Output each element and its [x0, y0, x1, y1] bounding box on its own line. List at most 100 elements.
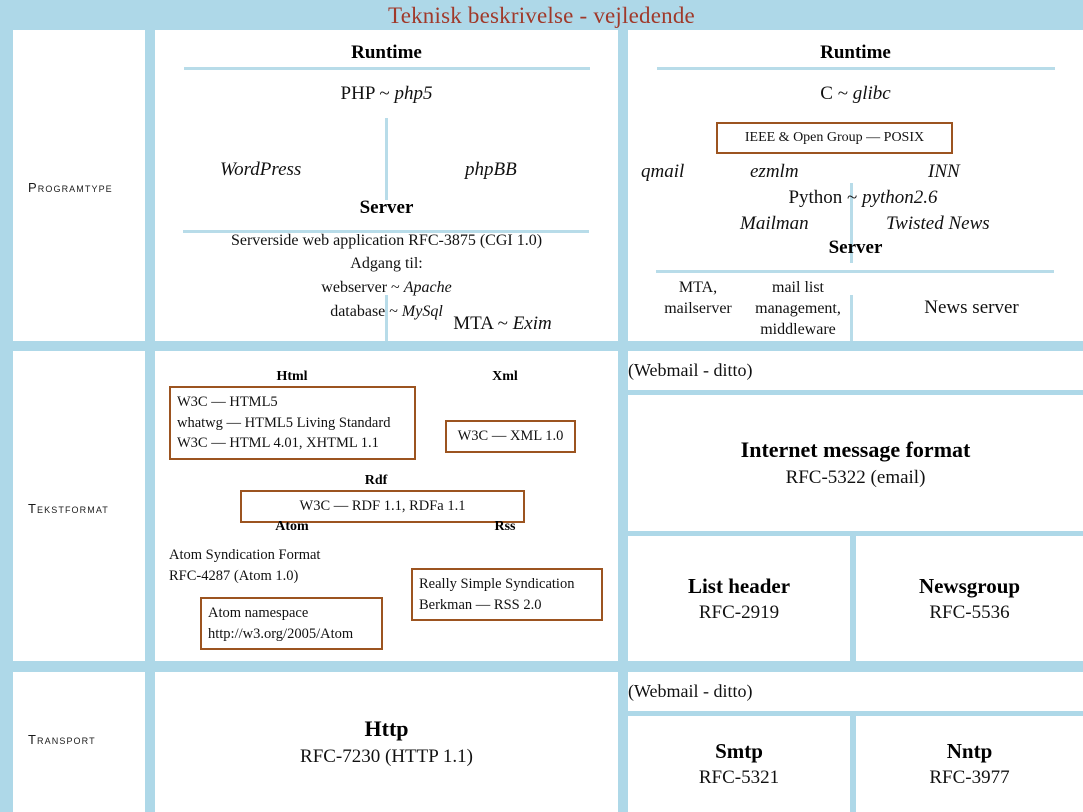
- server-line-database: database ~ MySql: [155, 302, 618, 323]
- runtime-rule-web: [183, 66, 590, 70]
- posix-standard-box: IEEE & Open Group — POSIX: [716, 122, 953, 154]
- card-webmail-note-transport: (Webmail - ditto): [628, 672, 1083, 711]
- vertical-divider-web-server: [385, 295, 388, 341]
- database-plain: database ~: [330, 303, 402, 320]
- format-header-xml: Xml: [492, 369, 518, 384]
- app-inn: INN: [928, 161, 960, 182]
- xml-standard-box: W3C — XML 1.0: [445, 420, 576, 453]
- app-phpbb: phpBB: [465, 159, 517, 180]
- card-webmail-note-tekstformat: (Webmail - ditto): [628, 351, 1083, 390]
- runtime-c-italic: glibc: [852, 82, 891, 104]
- sidebar-item-label-tekstformat: Tekstformat: [28, 501, 109, 516]
- webserver-italic: Apache: [403, 279, 452, 296]
- runtime-python-line: Python ~ python2.6: [658, 186, 1068, 211]
- atom-description: Atom Syndication Format RFC-4287 (Atom 1…: [169, 545, 320, 587]
- card-title-nntp: Nntp: [946, 739, 993, 763]
- rss-standard-box: Really Simple Syndication Berkman — RSS …: [411, 568, 603, 622]
- role-mta-line2: mailserver: [664, 299, 732, 317]
- sidebar-item-label-transport: Transport: [28, 732, 96, 747]
- card-title-list-header: List header: [687, 573, 791, 598]
- atom-desc-line-2: RFC-4287 (Atom 1.0): [169, 568, 299, 585]
- card-nntp[interactable]: Nntp RFC-3977: [856, 716, 1083, 812]
- atom-desc-line-1: Atom Syndication Format: [169, 547, 321, 563]
- card-newsgroup[interactable]: Newsgroup RFC-5536: [856, 536, 1083, 661]
- rss-box-line-1: Really Simple Syndication: [419, 576, 575, 592]
- format-header-atom: Atom: [275, 519, 309, 534]
- role-maillist-line1: mail list: [772, 279, 824, 296]
- mta-plain: MTA ~: [453, 313, 513, 334]
- atom-ns-line-1: Atom namespace: [208, 605, 309, 621]
- runtime-c-plain: C ~: [820, 82, 853, 104]
- html-standards-box: W3C — HTML5 whatwg — HTML5 Living Standa…: [169, 386, 416, 460]
- python-plain: Python ~: [788, 187, 863, 208]
- server-line-mta: MTA ~ Exim: [387, 312, 618, 337]
- card-sub-newsgroup: RFC-5536: [929, 601, 1010, 623]
- role-mta-line1: MTA,: [678, 279, 718, 296]
- card-smtp[interactable]: Smtp RFC-5321: [628, 716, 850, 812]
- html-box-line-2: whatwg — HTML5 Living Standard: [177, 414, 391, 431]
- role-mail-list: mail list management, middleware: [748, 278, 848, 340]
- server-rule-web: [183, 230, 589, 233]
- python-italic: python2.6: [862, 187, 938, 208]
- mta-italic: Exim: [512, 313, 552, 334]
- row-transport: Transport Http RFC-7230 (HTTP 1.1) (Webm…: [0, 672, 1083, 812]
- panel-transport-web[interactable]: Http RFC-7230 (HTTP 1.1): [155, 672, 618, 812]
- card-sub-list-header: RFC-2919: [698, 601, 780, 623]
- panel-tekstformat-mail: (Webmail - ditto) Internet message forma…: [628, 351, 1083, 661]
- panel-tekstformat-web: Html W3C — HTML5 whatwg — HTML5 Living S…: [155, 351, 618, 661]
- card-title-http: Http: [364, 716, 409, 742]
- page-title: Teknisk beskrivelse - vejledende: [388, 2, 695, 28]
- row-tekstformat: Tekstformat Html W3C — HTML5 whatwg — HT…: [0, 351, 1083, 661]
- database-italic: MySql: [401, 303, 443, 320]
- server-line-webserver: webserver ~ Apache: [155, 278, 618, 299]
- sidebar-item-programtype[interactable]: Programtype: [13, 30, 145, 341]
- app-ezmlm: ezmlm: [750, 161, 799, 182]
- card-internet-message-format[interactable]: Internet message format RFC-5322 (email): [628, 395, 1083, 531]
- server-header-mail: Server: [828, 237, 883, 258]
- html-box-line-3: W3C — HTML 4.01, XHTML 1.1: [177, 435, 379, 452]
- sidebar-item-label-programtype: Programtype: [28, 180, 113, 195]
- vertical-divider-mail-runtime: [850, 183, 853, 263]
- card-sub-nntp: RFC-3977: [929, 767, 1010, 789]
- panel-programtype-mail: Runtime C ~ glibc IEEE & Open Group — PO…: [628, 30, 1083, 341]
- runtime-rule-mail: [656, 66, 1055, 70]
- panel-transport-mail: (Webmail - ditto) Smtp RFC-5321 Nntp RFC…: [628, 672, 1083, 812]
- panel-programtype-web: Runtime PHP ~ php5 WordPress phpBB Serve…: [155, 30, 618, 341]
- runtime-php-line: PHP ~ php5: [155, 82, 618, 107]
- format-header-rdf: Rdf: [364, 473, 388, 488]
- card-list-header[interactable]: List header RFC-2919: [628, 536, 850, 661]
- sidebar-item-transport[interactable]: Transport: [13, 672, 145, 812]
- vertical-divider-mail-server: [850, 295, 853, 341]
- diagram-grid: Programtype Runtime PHP ~ php5 WordPress…: [0, 30, 1083, 812]
- runtime-php-italic: php5: [394, 82, 433, 104]
- role-maillist-line2: management,: [755, 299, 841, 317]
- server-line-adgang: Adgang til:: [350, 255, 423, 272]
- card-sub-http: RFC-7230 (HTTP 1.1): [300, 746, 473, 768]
- app-qmail: qmail: [641, 161, 685, 182]
- runtime-header-web: Runtime: [351, 42, 422, 63]
- card-sub-message-format: RFC-5322 (email): [785, 467, 926, 489]
- html-box-line-1: W3C — HTML5: [177, 394, 278, 410]
- role-news-server: News server: [924, 297, 1019, 318]
- atom-ns-line-2: http://w3.org/2005/Atom: [208, 625, 354, 642]
- app-mailman: Mailman: [740, 213, 809, 234]
- card-http: Http RFC-7230 (HTTP 1.1): [155, 672, 618, 812]
- row-programtype: Programtype Runtime PHP ~ php5 WordPress…: [0, 30, 1083, 341]
- runtime-c-line: C ~ glibc: [628, 82, 1083, 107]
- vertical-divider-web-runtime: [385, 118, 388, 200]
- server-header-web: Server: [359, 197, 414, 218]
- runtime-header-mail: Runtime: [820, 42, 891, 63]
- format-header-rss: Rss: [494, 519, 516, 534]
- atom-namespace-box: Atom namespace http://w3.org/2005/Atom: [200, 597, 383, 651]
- card-sub-smtp: RFC-5321: [698, 767, 780, 789]
- server-line-cgi: Serverside web application RFC-3875 (CGI…: [230, 232, 543, 249]
- title-bar: Teknisk beskrivelse - vejledende: [0, 0, 1083, 30]
- role-mta-mailserver: MTA, mailserver: [628, 278, 768, 320]
- runtime-php-plain: PHP ~: [340, 82, 395, 104]
- card-title-smtp: Smtp: [715, 739, 763, 763]
- role-maillist-line3: middleware: [760, 320, 836, 338]
- rdf-standard-box: W3C — RDF 1.1, RDFa 1.1: [240, 490, 525, 523]
- sidebar-item-tekstformat[interactable]: Tekstformat: [13, 351, 145, 661]
- rss-box-line-2: Berkman — RSS 2.0: [419, 596, 542, 613]
- card-title-message-format: Internet message format: [740, 437, 971, 463]
